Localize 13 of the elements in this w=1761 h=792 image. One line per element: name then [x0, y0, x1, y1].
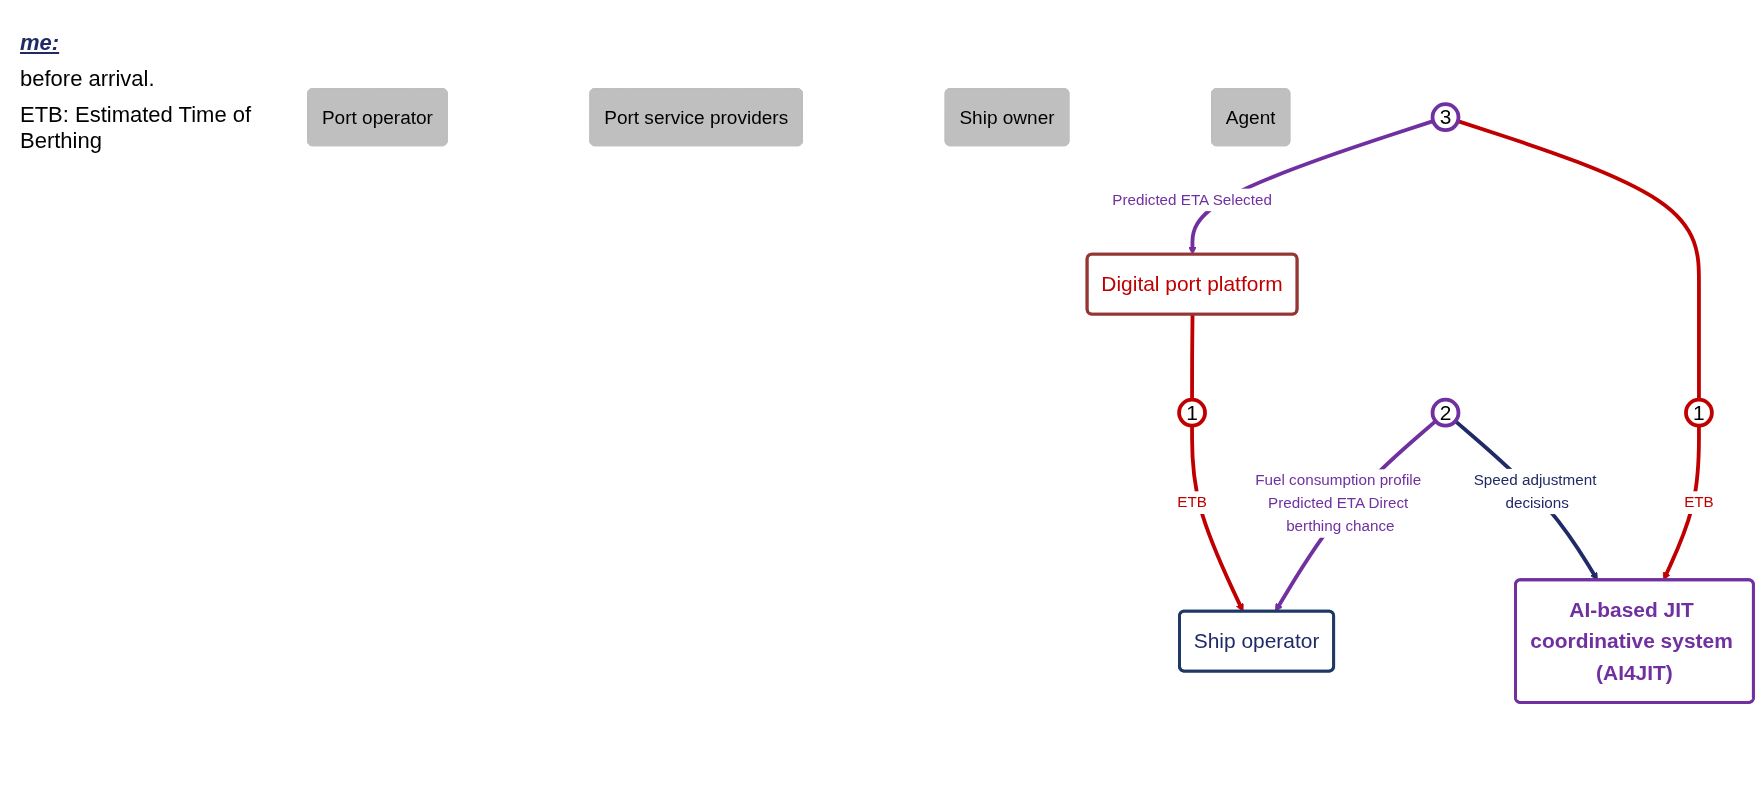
- edge-label: Predicted ETA Selected: [1112, 191, 1272, 208]
- node-circle: 3: [1430, 102, 1461, 133]
- node-circle: 1: [1684, 398, 1714, 428]
- edge-label: Speed adjustment decisions: [1473, 472, 1597, 512]
- node-circle: 2: [1430, 398, 1461, 428]
- connector: [1190, 315, 1195, 401]
- node-circle: 1: [1177, 398, 1207, 428]
- edge-label: ETB: [1684, 494, 1714, 511]
- note-text: ETB: Estimated Time of Berthing: [20, 102, 253, 154]
- note-text: before arrival.: [20, 66, 156, 92]
- edge-label: ETB: [1177, 494, 1207, 511]
- edge-label: Fuel consumption profile Predicted ETA Direct berthing chance: [1255, 472, 1422, 535]
- heading-text: me:: [20, 30, 61, 56]
